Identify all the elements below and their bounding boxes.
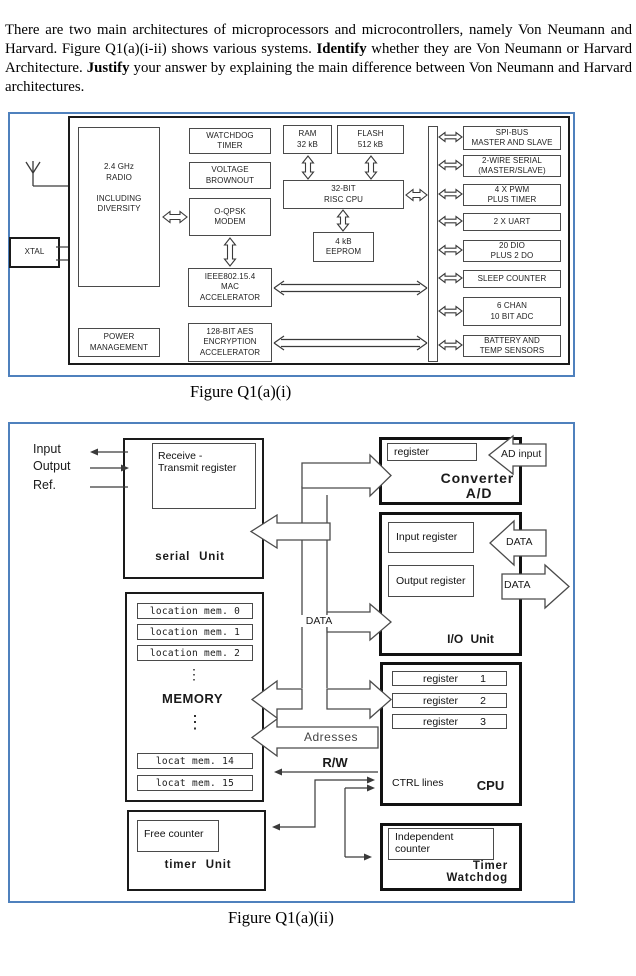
ram-box: RAM 32 kB (283, 125, 332, 154)
memory-location-row-15: locat mem. 15 (137, 775, 253, 791)
oqpsk-modem-box: O-QPSK MODEM (189, 198, 271, 236)
eeprom-box: 4 kB EEPROM (313, 232, 374, 262)
input-label: Input (33, 442, 61, 456)
power-management-box: POWER MANAGEMENT (78, 328, 160, 357)
memory-label: MEMORY (161, 691, 224, 706)
data-bus-label: DATA (300, 615, 338, 627)
intro-seg3: whether they are Von Neumann or Harvard … (5, 40, 632, 76)
dio-box: 20 DIO PLUS 2 DO (463, 240, 561, 262)
xtal-box: XTAL (9, 237, 60, 268)
ad-input-arrow-label: AD input (501, 448, 542, 460)
timer-watchdog-label-2: Watchdog (446, 872, 508, 884)
two-wire-serial-box: 2-WIRE SERIAL (MASTER/SLAVE) (463, 155, 561, 177)
ctrl-lines-label: CTRL lines (392, 777, 444, 789)
converter-register-box: register (387, 443, 477, 461)
radio-box: 2.4 GHz RADIO INCLUDING DIVERSITY (78, 127, 160, 287)
figure2-caption: Figure Q1(a)(ii) (228, 908, 334, 927)
cpu-box (380, 662, 522, 806)
rw-label: R/W (322, 755, 348, 770)
watchdog-timer-box: WATCHDOG TIMER (189, 128, 271, 154)
sleep-counter-box: SLEEP COUNTER (463, 270, 561, 288)
memory-location-row-1: location mem. 1 (137, 624, 253, 640)
data-out-label: DATA (504, 579, 531, 591)
battery-sensors-box: BATTERY AND TEMP SENSORS (463, 335, 561, 357)
free-counter-box: Free counter (137, 820, 219, 852)
uart-box: 2 X UART (463, 213, 561, 231)
serial-unit-label: serial Unit (155, 551, 225, 563)
data-in-label: DATA (506, 536, 533, 548)
converter-ad-label: A/D (465, 485, 493, 501)
intro-seg1: There are two main architectures of micr… (5, 21, 632, 57)
peripheral-bus-bar (428, 126, 438, 362)
memory-location-row-0: location mem. 0 (137, 603, 253, 619)
memory-location-row-2: location mem. 2 (137, 645, 253, 661)
receive-transmit-register-box: Receive - Transmit register (152, 443, 256, 509)
memory-location-row-14: locat mem. 14 (137, 753, 253, 769)
aes-accelerator-box: 128-BIT AES ENCRYPTION ACCELERATOR (188, 323, 272, 362)
voltage-brownout-box: VOLTAGE BROWNOUT (189, 162, 271, 189)
input-register-box: Input register (388, 522, 474, 553)
adc-box: 6 CHAN 10 BIT ADC (463, 297, 561, 326)
memory-ellipsis-bottom: ⋮ (186, 712, 204, 732)
memory-ellipsis-top: ⋮ (187, 666, 201, 682)
io-unit-label: I/O Unit (447, 632, 494, 646)
mac-accelerator-box: IEEE802.15.4 MAC ACCELERATOR (188, 268, 272, 307)
figure1-caption: Figure Q1(a)(i) (190, 382, 292, 401)
intro-identify: Identify (316, 40, 367, 57)
spi-bus-box: SPI-BUS MASTER AND SLAVE (463, 126, 561, 150)
pwm-timer-box: 4 X PWM PLUS TIMER (463, 184, 561, 206)
intro-justify: Justify (86, 59, 130, 76)
independent-counter-box: Independent counter (388, 828, 494, 860)
timer-watchdog-label-1: Timer (472, 860, 508, 872)
risc-cpu-box: 32-BIT RISC CPU (283, 180, 404, 209)
intro-seg5: your answer by explaining the main diffe… (5, 59, 632, 95)
timer-unit-label: timer Unit (164, 859, 232, 871)
cpu-label: CPU (476, 778, 505, 793)
converter-label: Converter (440, 470, 514, 486)
output-register-box: Output register (388, 565, 474, 597)
output-label: Output (33, 459, 71, 473)
ref-label: Ref. (33, 478, 56, 492)
intro-paragraph: There are two main architectures of micr… (5, 21, 632, 97)
flash-box: FLASH 512 kB (337, 125, 404, 154)
addresses-label: Adresses (303, 730, 359, 744)
